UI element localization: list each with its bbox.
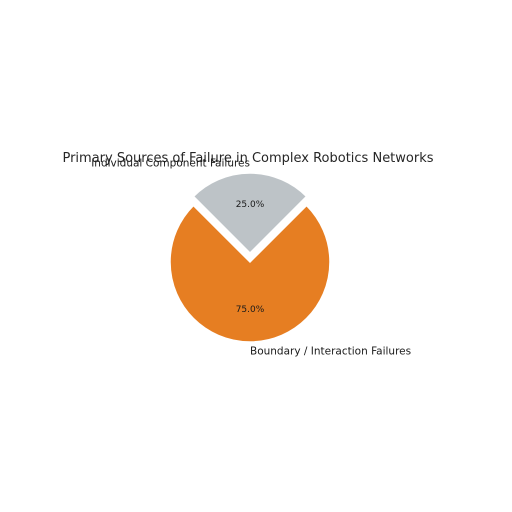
pie-slice-1 [192,172,308,255]
slice-category-label-1: Individual Component Failures [91,157,250,169]
slice-percent-label-0: 75.0% [236,305,265,315]
slice-category-label-0: Boundary / Interaction Failures [250,346,411,358]
pie-slice-0 [169,204,331,343]
slice-percent-label-1: 25.0% [236,200,265,210]
labels-layer: 75.0% Boundary / Interaction Failures 25.0… [91,157,411,357]
slices-layer [169,172,331,343]
chart-title: Primary Sources of Failure in Complex Ro… [62,151,433,166]
